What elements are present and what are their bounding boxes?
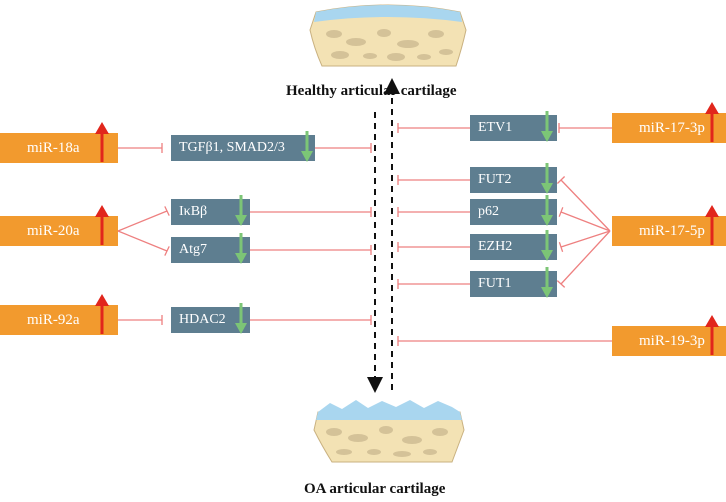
healthy-cartilage-title: Healthy articular cartilage: [286, 83, 457, 99]
target-label: Atg7: [179, 242, 207, 257]
target-box-ezh2: EZH2: [470, 234, 557, 260]
target-label: EZH2: [478, 239, 513, 254]
mirna-box-mir-19-3p: miR-19-3p: [612, 326, 726, 356]
inhibit-ikbb-center: [250, 207, 372, 217]
inhibit-fut1-center: [397, 279, 470, 289]
mirna-label: miR-17-3p: [639, 120, 705, 136]
oa-cartilage-illustration: [313, 400, 465, 463]
target-label: HDAC2: [179, 312, 226, 327]
inhibit-tgfb1-center: [315, 143, 372, 153]
inhibit-mir17-5p-fut1: [556, 230, 611, 288]
oa-cartilage-title: OA articular cartilage: [304, 481, 446, 497]
inhibit-hdac2-center: [250, 315, 372, 325]
mirna-box-mir-20a: miR-20a: [0, 216, 118, 246]
inhibit-mir20a-ikbb: [117, 206, 170, 232]
target-box-tgfb1-smad: TGFβ1, SMAD2/3: [171, 135, 315, 161]
target-label: FUT2: [478, 172, 512, 187]
inhibit-mir17-5p-p62: [558, 207, 611, 232]
mirna-label: miR-18a: [27, 140, 80, 156]
mirna-label: miR-17-5p: [639, 223, 705, 239]
inhibit-mir19-3p-center: [397, 336, 612, 346]
inhibit-mir17-3p-etv1: [558, 123, 612, 133]
mirna-box-mir-92a: miR-92a: [0, 305, 118, 335]
inhibit-mir17-5p-ezh2: [558, 230, 611, 253]
target-box-hdac2: HDAC2: [171, 307, 250, 333]
target-box-p62: p62: [470, 199, 557, 225]
mirna-label: miR-20a: [27, 223, 80, 239]
inhibit-mir92a-hdac2: [118, 315, 163, 325]
inhibit-mir18a-tgfb1: [118, 143, 163, 153]
target-label: IκBβ: [179, 204, 208, 219]
inhibit-atg7-center: [250, 245, 372, 255]
inhibit-etv1-center: [397, 123, 470, 133]
mirna-box-mir-17-3p: miR-17-3p: [612, 113, 726, 143]
inhibit-p62-center: [397, 207, 470, 217]
target-box-atg7: Atg7: [171, 237, 250, 263]
inhibit-mir20a-atg7: [117, 230, 170, 256]
target-box-etv1: ETV1: [470, 115, 557, 141]
target-label: p62: [478, 204, 499, 219]
inhibit-ezh2-center: [397, 242, 470, 252]
target-box-fut1: FUT1: [470, 271, 557, 297]
target-box-fut2: FUT2: [470, 167, 557, 193]
target-label: FUT1: [478, 276, 512, 291]
target-label: ETV1: [478, 120, 513, 135]
mirna-box-mir-18a: miR-18a: [0, 133, 118, 163]
healthy-cartilage-illustration: [309, 4, 467, 67]
inhibit-mir17-5p-fut2: [556, 176, 611, 232]
mirna-box-mir-17-5p: miR-17-5p: [612, 216, 726, 246]
mirna-label: miR-92a: [27, 312, 80, 328]
inhibit-fut2-center: [397, 175, 470, 185]
target-label: TGFβ1, SMAD2/3: [179, 140, 285, 155]
mirna-label: miR-19-3p: [639, 333, 705, 349]
target-box-ikbb: IκBβ: [171, 199, 250, 225]
